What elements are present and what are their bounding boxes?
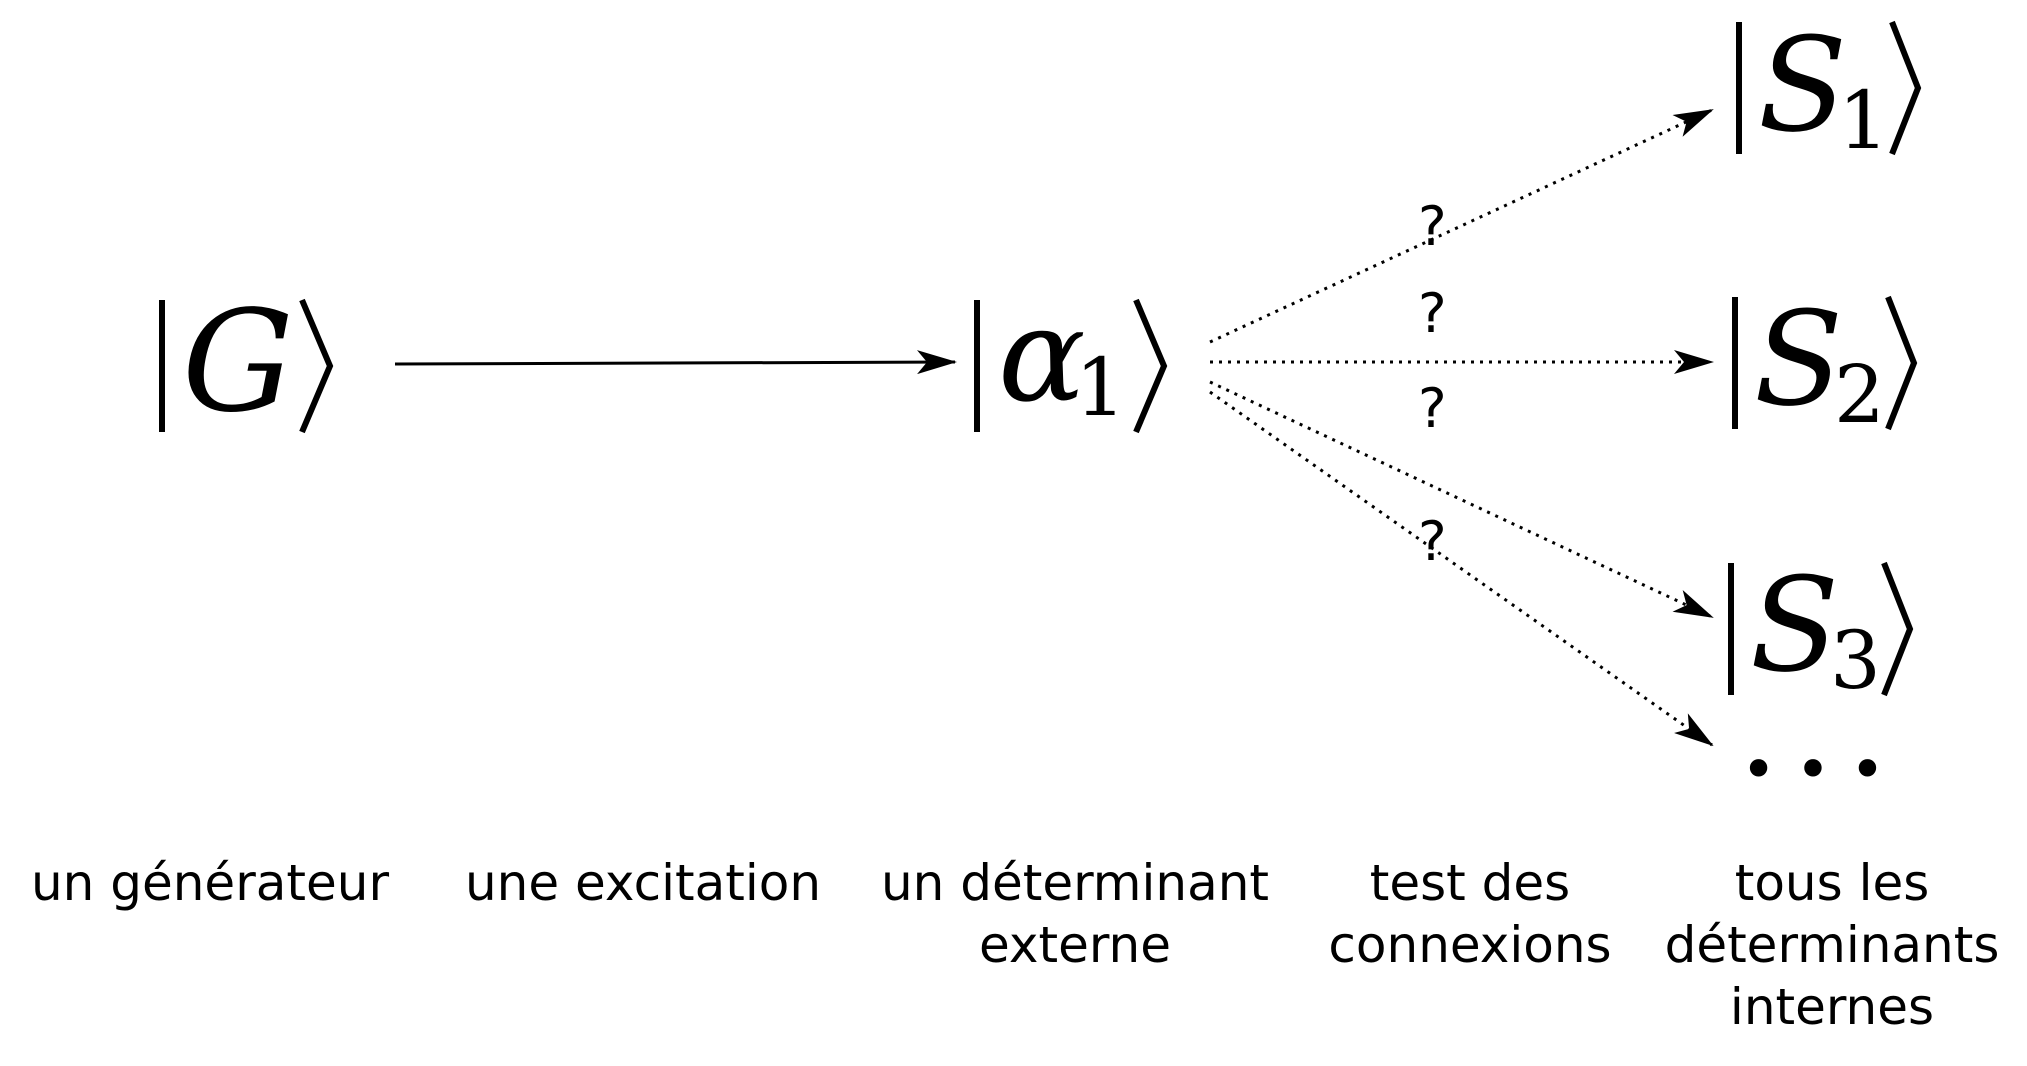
question-mark-more: ? bbox=[1418, 510, 1447, 573]
caption-external-line2: externe bbox=[979, 916, 1171, 974]
ket-external: α 1 bbox=[974, 279, 1168, 434]
ket-internal-2-subscript: 2 bbox=[1834, 348, 1885, 441]
ket-generator: G bbox=[159, 281, 334, 444]
caption-external-line1: un déterminant bbox=[881, 854, 1269, 912]
caption-generator: un générateur bbox=[31, 854, 389, 912]
caption-internal-line1: tous les bbox=[1735, 854, 1930, 912]
ellipsis: • • • bbox=[1741, 735, 1885, 805]
question-mark-s3: ? bbox=[1418, 377, 1447, 440]
ket-generator-symbol: G bbox=[182, 281, 294, 444]
ket-internal-2-symbol: S bbox=[1754, 283, 1843, 435]
caption-internal-line2: déterminants bbox=[1665, 916, 2000, 974]
ket-internal-2: S 2 bbox=[1732, 283, 1918, 441]
connection-arrows bbox=[1209, 108, 1714, 747]
ket-internal-3-subscript: 3 bbox=[1830, 614, 1881, 707]
ket-external-subscript: 1 bbox=[1075, 341, 1126, 434]
ket-internal-3: S 3 bbox=[1728, 549, 1914, 707]
caption-internal-line3: internes bbox=[1730, 978, 1934, 1036]
ket-internal-1: S 1 bbox=[1736, 9, 1922, 167]
connection-arrow-more bbox=[1209, 390, 1714, 747]
ket-internal-1-subscript: 1 bbox=[1838, 74, 1889, 167]
connection-arrow-s3 bbox=[1209, 380, 1714, 619]
ket-internal-3-symbol: S bbox=[1750, 549, 1839, 701]
caption-test-line1: test des bbox=[1370, 854, 1570, 912]
question-mark-s2: ? bbox=[1418, 282, 1447, 345]
connection-arrow-s1 bbox=[1209, 108, 1714, 344]
caption-excitation: une excitation bbox=[465, 854, 821, 912]
excitation-arrow bbox=[394, 350, 957, 375]
ket-external-symbol: α bbox=[998, 279, 1086, 431]
ket-internal-1-symbol: S bbox=[1758, 9, 1847, 161]
caption-test-line2: connexions bbox=[1328, 916, 1611, 974]
question-mark-s1: ? bbox=[1418, 195, 1447, 258]
